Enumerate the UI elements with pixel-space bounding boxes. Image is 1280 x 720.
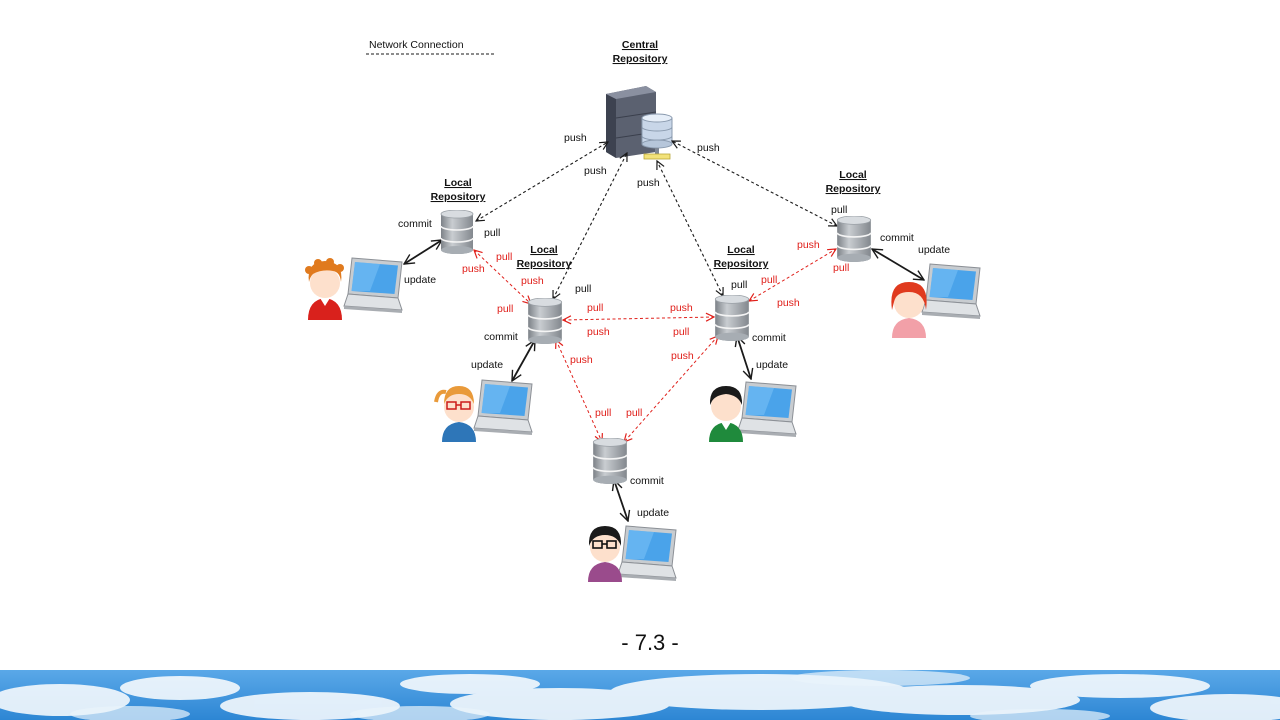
peer-topleft-midleft xyxy=(474,250,531,304)
label-pull: pull xyxy=(626,407,642,419)
label-commit: commit xyxy=(484,331,518,343)
central-repository: Central Repository xyxy=(606,39,673,160)
label-pull: pull xyxy=(497,303,513,315)
database-icon xyxy=(440,210,474,254)
label-update: update xyxy=(756,359,788,371)
link-central-topleft xyxy=(476,142,608,221)
peer-connections xyxy=(474,249,836,442)
laptop-icon xyxy=(737,381,797,438)
peer-labels: pull push push pull pull push push pull … xyxy=(462,239,849,419)
legend: Network Connection xyxy=(366,39,496,55)
label-pull: pull xyxy=(587,302,603,314)
laptop-icon xyxy=(617,525,677,582)
repo-title-midleft-line2: Repository xyxy=(517,258,572,270)
commit-update-connections xyxy=(404,240,924,521)
peer-midright-bottom xyxy=(624,336,718,442)
label-commit: commit xyxy=(630,475,664,487)
laptop-icon xyxy=(473,379,533,436)
sky-clouds-image xyxy=(0,670,1280,720)
label-pull: pull xyxy=(673,326,689,338)
network-connections xyxy=(476,141,837,299)
sky-banner xyxy=(0,670,1280,720)
commit-update-labels: commit update commit update commit updat… xyxy=(398,218,950,519)
repo-title-midright-line2: Repository xyxy=(714,258,769,270)
label-commit: commit xyxy=(880,232,914,244)
repo-title-topright-line2: Repository xyxy=(826,183,881,195)
cu-midleft xyxy=(511,340,536,381)
network-labels: push pull push pull push pull push pull xyxy=(484,132,847,295)
label-pull: pull xyxy=(496,251,512,263)
central-title-line1: Central xyxy=(622,39,658,51)
label-update: update xyxy=(404,274,436,286)
label-pull: pull xyxy=(595,407,611,419)
page-number: - 7.3 - xyxy=(621,630,679,655)
label-pull: pull xyxy=(575,283,591,295)
user-avatar-icon xyxy=(891,282,927,338)
laptop-icon xyxy=(343,257,403,314)
label-push: push xyxy=(462,263,485,275)
label-push: push xyxy=(777,297,800,309)
repo-title-midleft-line1: Local xyxy=(530,244,558,256)
peer-midleft-bottom xyxy=(556,340,602,442)
database-icon xyxy=(836,216,872,262)
repo-title-topright-line1: Local xyxy=(839,169,867,181)
label-push: push xyxy=(584,165,607,177)
user-avatar-icon xyxy=(434,386,476,442)
legend-label: Network Connection xyxy=(369,39,464,51)
database-icon xyxy=(527,298,563,344)
label-commit: commit xyxy=(752,332,786,344)
label-commit: commit xyxy=(398,218,432,230)
repo-title-topleft-line1: Local xyxy=(444,177,472,189)
label-pull: pull xyxy=(833,262,849,274)
label-push: push xyxy=(671,350,694,362)
label-push: push xyxy=(521,275,544,287)
label-pull: pull xyxy=(831,204,847,216)
label-push: push xyxy=(670,302,693,314)
user-avatar-icon xyxy=(709,386,743,442)
link-central-topright xyxy=(672,141,837,226)
cu-topright xyxy=(872,249,924,280)
label-push: push xyxy=(587,326,610,338)
label-push: push xyxy=(637,177,660,189)
laptop-icon xyxy=(921,263,981,320)
peer-midleft-midright xyxy=(563,317,714,320)
central-database-icon xyxy=(641,113,673,160)
cu-bottom xyxy=(614,480,628,521)
link-central-midright xyxy=(657,161,723,296)
repo-title-topleft-line2: Repository xyxy=(431,191,486,203)
label-push: push xyxy=(564,132,587,144)
label-push: push xyxy=(797,239,820,251)
user-avatar-icon xyxy=(588,526,622,582)
label-update: update xyxy=(471,359,503,371)
database-icon xyxy=(592,438,628,484)
user-avatar-icon xyxy=(305,258,344,320)
label-update: update xyxy=(637,507,669,519)
label-push: push xyxy=(697,142,720,154)
cu-midright xyxy=(737,336,751,379)
label-push: push xyxy=(570,354,593,366)
label-pull: pull xyxy=(761,274,777,286)
repo-title-midright-line1: Local xyxy=(727,244,755,256)
database-icon xyxy=(714,295,750,341)
label-pull: pull xyxy=(731,279,747,291)
label-update: update xyxy=(918,244,950,256)
central-title-line2: Repository xyxy=(613,53,668,65)
cu-topleft xyxy=(404,240,442,264)
peer-midright-topright xyxy=(749,249,836,301)
label-pull: pull xyxy=(484,227,500,239)
